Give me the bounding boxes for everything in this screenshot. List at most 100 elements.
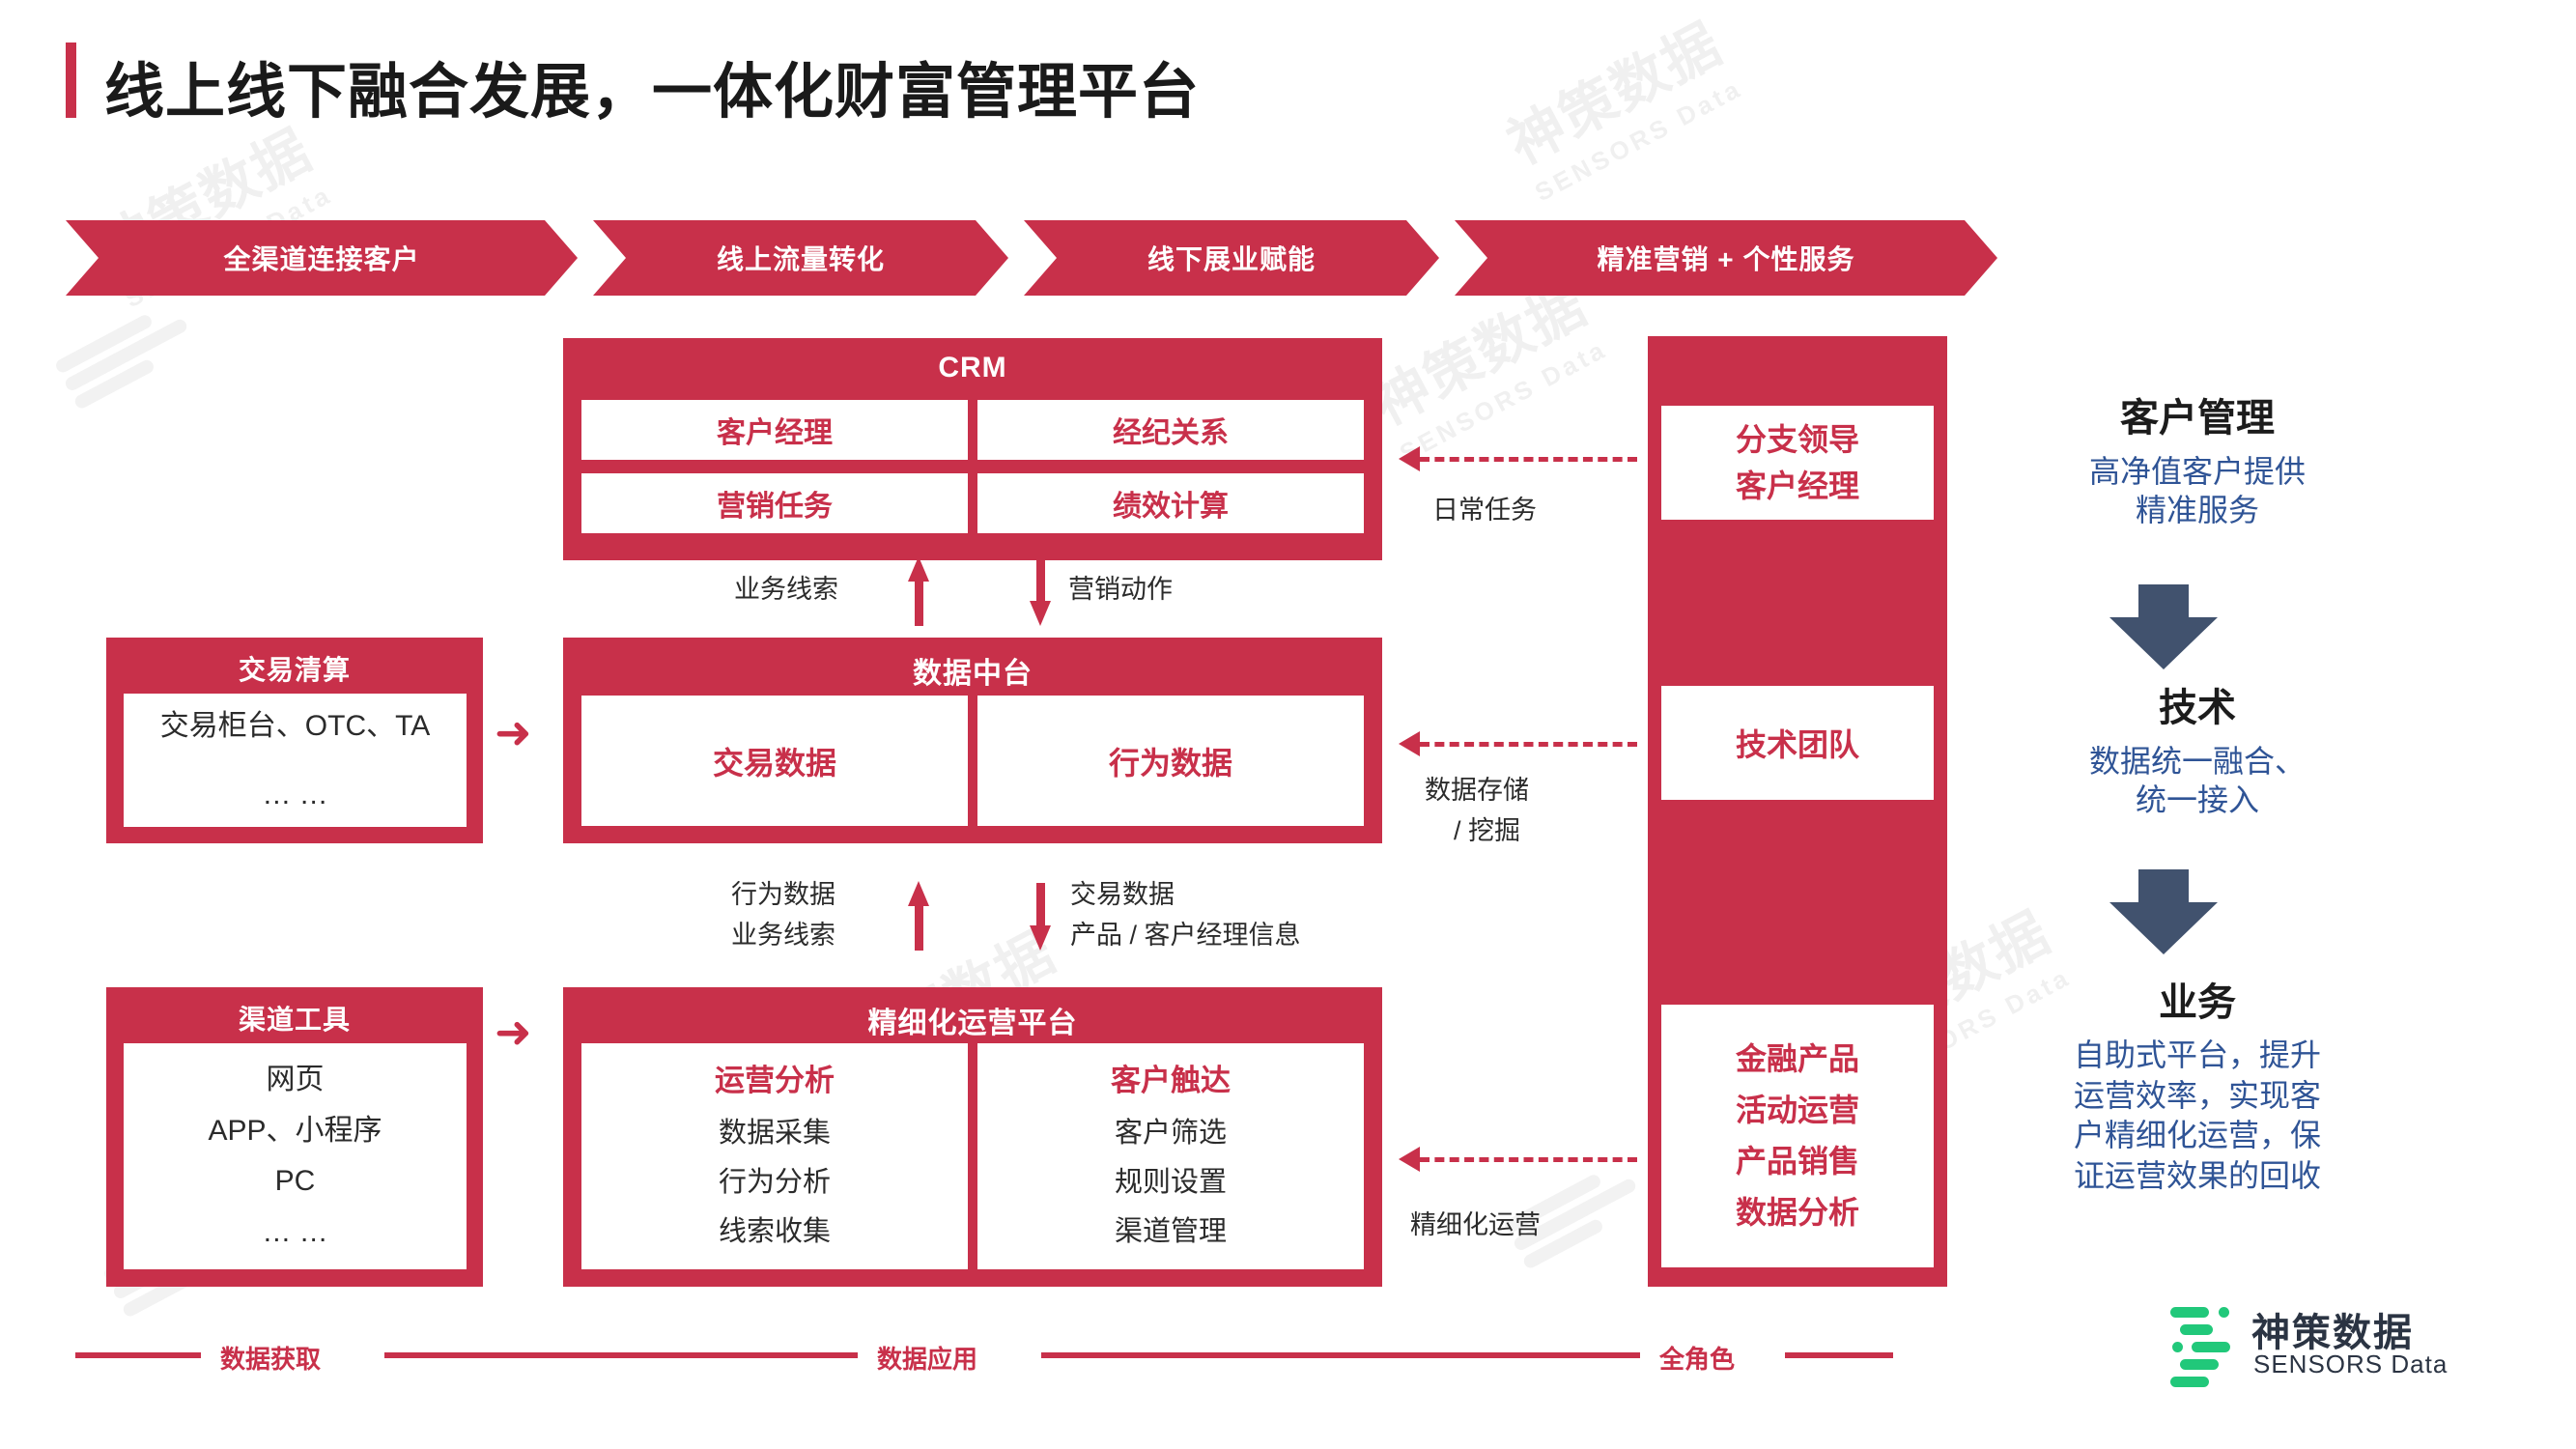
channel-line-3: PC [274, 1165, 316, 1197]
dashed-line-refined-ops [1420, 1157, 1637, 1162]
sensors-logo-icon [2168, 1303, 2236, 1392]
down-arrow-icon-1 [2109, 584, 2218, 669]
arrow-up-stem-2 [915, 904, 923, 951]
roles-box3-line3: 产品销售 [1735, 1144, 1859, 1179]
dashed-label-refined-ops: 精细化运营 [1410, 1210, 1541, 1239]
crm-cell-marketing-task[interactable]: 营销任务 [581, 473, 968, 533]
legend-label-data-application: 数据应用 [877, 1345, 978, 1374]
commentary-head-business: 业务 [2159, 981, 2236, 1024]
chevron-step-4[interactable]: 精准营销 + 个性服务 [1455, 220, 1997, 296]
ops-reach-item-1: 客户筛选 [1114, 1118, 1227, 1150]
commentary-body-tech: 数据统一融合、 统一接入 [1990, 742, 2405, 819]
dashed-label-daily-task: 日常任务 [1432, 496, 1537, 525]
connector-label-marketing-action: 营销动作 [1068, 575, 1173, 604]
dashed-label-data-storage: 数据存储 [1425, 776, 1529, 805]
chevron-step-3[interactable]: 线下展业赋能 [1024, 220, 1439, 296]
dashed-arrow-head-1 [1399, 446, 1420, 471]
channel-line-4: … … [262, 1215, 328, 1248]
arrow-right-icon-2: ➜ [495, 1007, 532, 1057]
trade-line-1: 交易柜台、OTC、TA [159, 710, 431, 742]
legend-label-all-roles: 全角色 [1659, 1345, 1736, 1374]
arrow-right-icon: ➜ [495, 707, 532, 757]
page-title: 线上线下融合发展，一体化财富管理平台 [104, 59, 1201, 126]
roles-box-leadership[interactable]: 分支领导 客户经理 [1661, 406, 1934, 520]
channel-line-1: 网页 [266, 1064, 325, 1095]
roles-box-business[interactable]: 金融产品 活动运营 产品销售 数据分析 [1661, 1005, 1934, 1267]
connector-label-business-lead: 业务线索 [734, 575, 838, 604]
down-arrow-icon-2 [2109, 869, 2218, 954]
ops-analysis-item-3: 线索收集 [718, 1215, 831, 1247]
ops-analysis-head: 运营分析 [715, 1064, 835, 1098]
arrow-up-head [908, 556, 929, 582]
commentary-body-customer-mgmt: 高净值客户提供 精准服务 [2004, 452, 2391, 529]
legend-rule-1 [75, 1352, 201, 1358]
roles-box-tech-team[interactable]: 技术团队 [1661, 686, 1934, 800]
ops-analysis-item-2: 行为分析 [718, 1167, 831, 1199]
trade-clearing-title: 交易清算 [238, 655, 351, 685]
crm-cell-customer-manager[interactable]: 客户经理 [581, 400, 968, 460]
chevron-step-1[interactable]: 全渠道连接客户 [66, 220, 578, 296]
channel-line-2: APP、小程序 [208, 1114, 382, 1147]
commentary-c2-line1: 数据统一融合、 [2088, 744, 2306, 779]
commentary-c1-line2: 精准服务 [2135, 493, 2259, 527]
dashed-arrow-head-2 [1399, 731, 1420, 756]
channel-tools-body: 网页 APP、小程序 PC … … [124, 1043, 467, 1269]
refined-ops-col-reach[interactable]: 客户触达 客户筛选 规则设置 渠道管理 [977, 1043, 1364, 1269]
channel-tools-title: 渠道工具 [238, 1005, 351, 1035]
refined-ops-col-analysis[interactable]: 运营分析 数据采集 行为分析 线索收集 [581, 1043, 968, 1269]
legend-label-data-acquisition: 数据获取 [220, 1345, 322, 1374]
title-accent-bar [66, 43, 76, 118]
dashed-line-data-storage [1420, 742, 1637, 747]
logo-text-cn: 神策数据 [2251, 1312, 2414, 1354]
brand-logo: 神策数据 SENSORS Data [2168, 1299, 2458, 1396]
commentary-c1-line1: 高净值客户提供 [2088, 454, 2306, 489]
commentary-c3-line4: 证运营效果的回收 [2073, 1157, 2321, 1193]
roles-box1-line1: 分支领导 [1735, 422, 1859, 457]
roles-box2-line1: 技术团队 [1735, 727, 1859, 762]
connector-label-product-manager-info: 产品 / 客户经理信息 [1070, 921, 1301, 950]
data-hub-title: 数据中台 [913, 658, 1033, 690]
commentary-c3-line1: 自助式平台，提升 [2073, 1037, 2321, 1072]
ops-reach-item-3: 渠道管理 [1114, 1215, 1227, 1247]
commentary-body-business: 自助式平台，提升 运营效率，实现客 户精细化运营，保 证运营效果的回收 [1980, 1036, 2415, 1196]
trade-clearing-body: 交易柜台、OTC、TA … … [124, 694, 467, 827]
connector-label-trade-data: 交易数据 [1070, 880, 1175, 909]
arrow-up-head-2 [908, 881, 929, 906]
legend-rule-4 [1785, 1352, 1893, 1358]
trade-line-2: … … [262, 779, 328, 810]
dashed-arrow-head-3 [1399, 1147, 1420, 1172]
crm-cell-broker-relation[interactable]: 经纪关系 [977, 400, 1364, 460]
arrow-up-stem [915, 580, 923, 626]
roles-box3-line2: 活动运营 [1735, 1093, 1859, 1128]
commentary-c2-line2: 统一接入 [2135, 782, 2259, 817]
ops-analysis-item-1: 数据采集 [718, 1118, 831, 1150]
ops-reach-head: 客户触达 [1111, 1064, 1231, 1098]
connector-label-business-lead-2: 业务线索 [731, 921, 835, 950]
dashed-label-data-mining: / 挖掘 [1454, 816, 1521, 845]
logo-text-en: SENSORS Data [2253, 1350, 2449, 1378]
process-chevron-band: 全渠道连接客户 线上流量转化 线下展业赋能 精准营销 + 个性服务 [66, 220, 1997, 296]
dashed-line-daily-task [1420, 457, 1637, 462]
refined-ops-title: 精细化运营平台 [867, 1008, 1078, 1039]
crm-panel-title: CRM [938, 352, 1007, 384]
roles-box1-line2: 客户经理 [1735, 469, 1859, 503]
commentary-c3-line2: 运营效率，实现客 [2073, 1077, 2321, 1113]
roles-box3-line1: 金融产品 [1735, 1041, 1859, 1077]
commentary-c3-line3: 户精细化运营，保 [2073, 1118, 2321, 1153]
arrow-down-head [1030, 601, 1051, 626]
commentary-head-tech: 技术 [2159, 687, 2236, 729]
crm-cell-performance-calc[interactable]: 绩效计算 [977, 473, 1364, 533]
data-hub-cell-trade-data[interactable]: 交易数据 [581, 696, 968, 826]
arrow-down-stem-2 [1036, 883, 1045, 929]
chevron-step-2[interactable]: 线上流量转化 [593, 220, 1008, 296]
arrow-down-stem [1036, 558, 1045, 605]
commentary-head-customer-mgmt: 客户管理 [2120, 397, 2275, 440]
data-hub-cell-behavior-data[interactable]: 行为数据 [977, 696, 1364, 826]
arrow-down-head-2 [1030, 925, 1051, 951]
connector-label-behavior-data: 行为数据 [731, 880, 835, 909]
legend-rule-2 [384, 1352, 858, 1358]
ops-reach-item-2: 规则设置 [1114, 1167, 1227, 1199]
